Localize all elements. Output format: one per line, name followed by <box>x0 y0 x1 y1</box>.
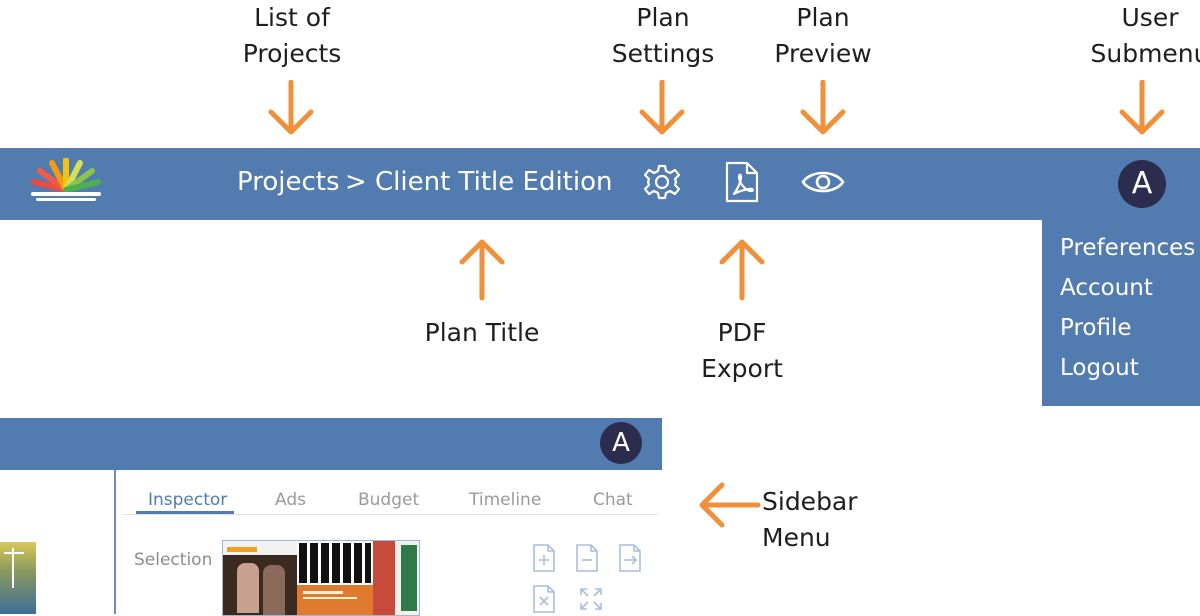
annotation-sidebar-menu: Sidebar Menu <box>762 487 858 552</box>
tab-inspector[interactable]: Inspector <box>148 490 228 510</box>
add-page-icon[interactable] <box>532 543 556 573</box>
move-page-icon[interactable] <box>618 543 642 573</box>
annotation-plan-title: Plan Title <box>424 318 540 347</box>
submenu-item-account[interactable]: Account <box>1060 275 1153 301</box>
top-nav-bar <box>0 148 1200 220</box>
editor-top-bar <box>0 418 662 470</box>
arrow-down-projects <box>268 80 314 135</box>
canvas-page-preview <box>0 542 36 614</box>
tab-chat[interactable]: Chat <box>593 490 633 510</box>
delete-page-icon[interactable] <box>532 584 556 614</box>
breadcrumb-projects[interactable]: Projects <box>237 167 340 197</box>
tab-budget[interactable]: Budget <box>358 490 420 510</box>
tab-divider <box>122 514 658 515</box>
arrow-up-plan-title <box>459 239 505 301</box>
annotation-user-submenu: User Submenu <box>1090 3 1200 68</box>
tab-ads[interactable]: Ads <box>275 490 306 510</box>
selection-label: Selection <box>134 550 213 570</box>
sidebar-divider <box>114 470 116 614</box>
arrow-down-settings <box>639 80 685 135</box>
submenu-item-logout[interactable]: Logout <box>1060 355 1139 381</box>
eye-icon[interactable] <box>801 164 845 200</box>
selection-thumbnail[interactable] <box>222 540 420 616</box>
plan-title[interactable]: Client Title Edition <box>375 167 613 197</box>
user-submenu: Preferences Account Profile Logout <box>1042 220 1200 406</box>
expand-icon[interactable] <box>578 586 604 612</box>
pdf-file-icon[interactable] <box>724 161 760 203</box>
annotation-plan-preview: Plan Preview <box>774 3 872 68</box>
fan-logo-icon[interactable] <box>28 158 104 204</box>
submenu-item-profile[interactable]: Profile <box>1060 315 1132 341</box>
remove-page-icon[interactable] <box>575 543 599 573</box>
tab-timeline[interactable]: Timeline <box>469 490 542 510</box>
arrow-down-user <box>1119 80 1165 135</box>
gear-icon[interactable] <box>642 162 682 202</box>
annotation-pdf-export: PDF Export <box>701 318 783 383</box>
arrow-up-pdf <box>719 239 765 301</box>
active-tab-indicator <box>136 511 234 514</box>
annotation-plan-settings: Plan Settings <box>611 3 715 68</box>
annotation-list-of-projects: List of Projects <box>242 3 342 68</box>
user-avatar[interactable]: A <box>1118 160 1166 208</box>
submenu-item-preferences[interactable]: Preferences <box>1060 235 1196 261</box>
breadcrumb-separator: > <box>345 167 367 197</box>
editor-user-avatar[interactable]: A <box>600 422 642 464</box>
arrow-down-preview <box>800 80 846 135</box>
arrow-left-sidebar <box>699 482 761 528</box>
